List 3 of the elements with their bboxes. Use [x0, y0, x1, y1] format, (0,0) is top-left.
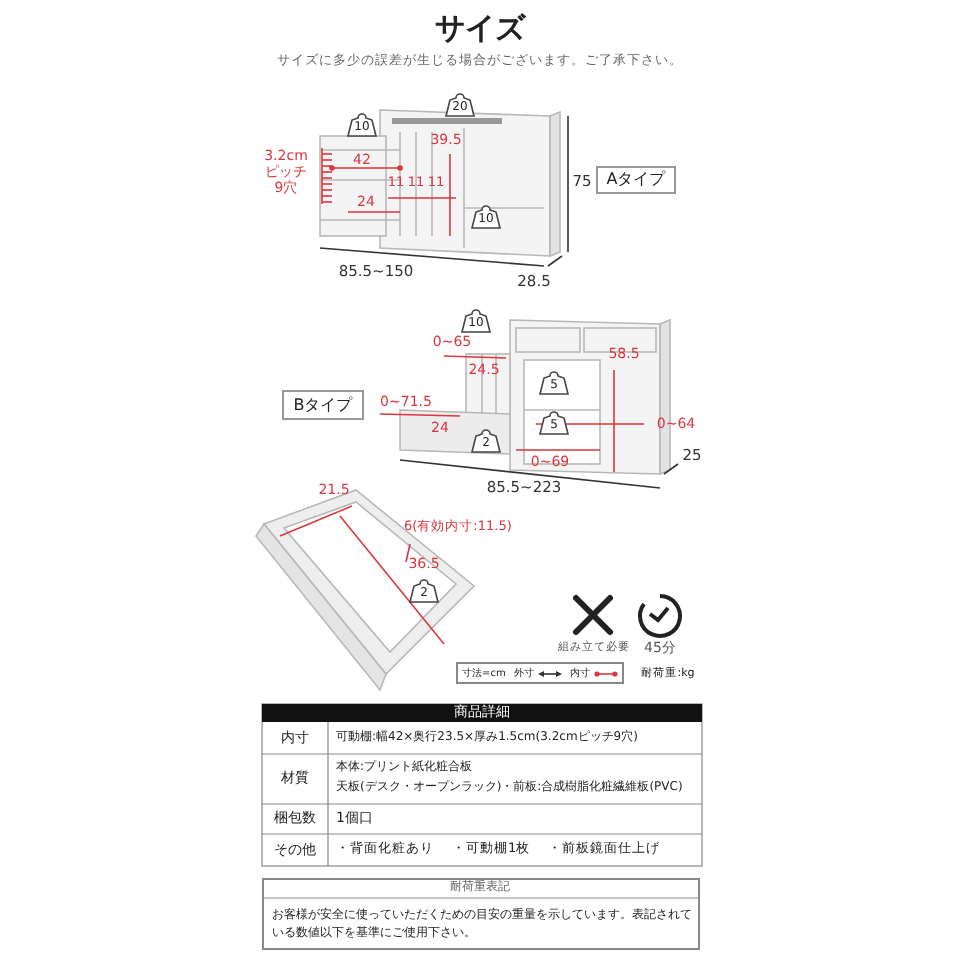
type-label-box: Aタイプ — [596, 166, 676, 194]
page-title: サイズ — [435, 12, 525, 47]
type-label-box: Bタイプ — [282, 390, 364, 420]
